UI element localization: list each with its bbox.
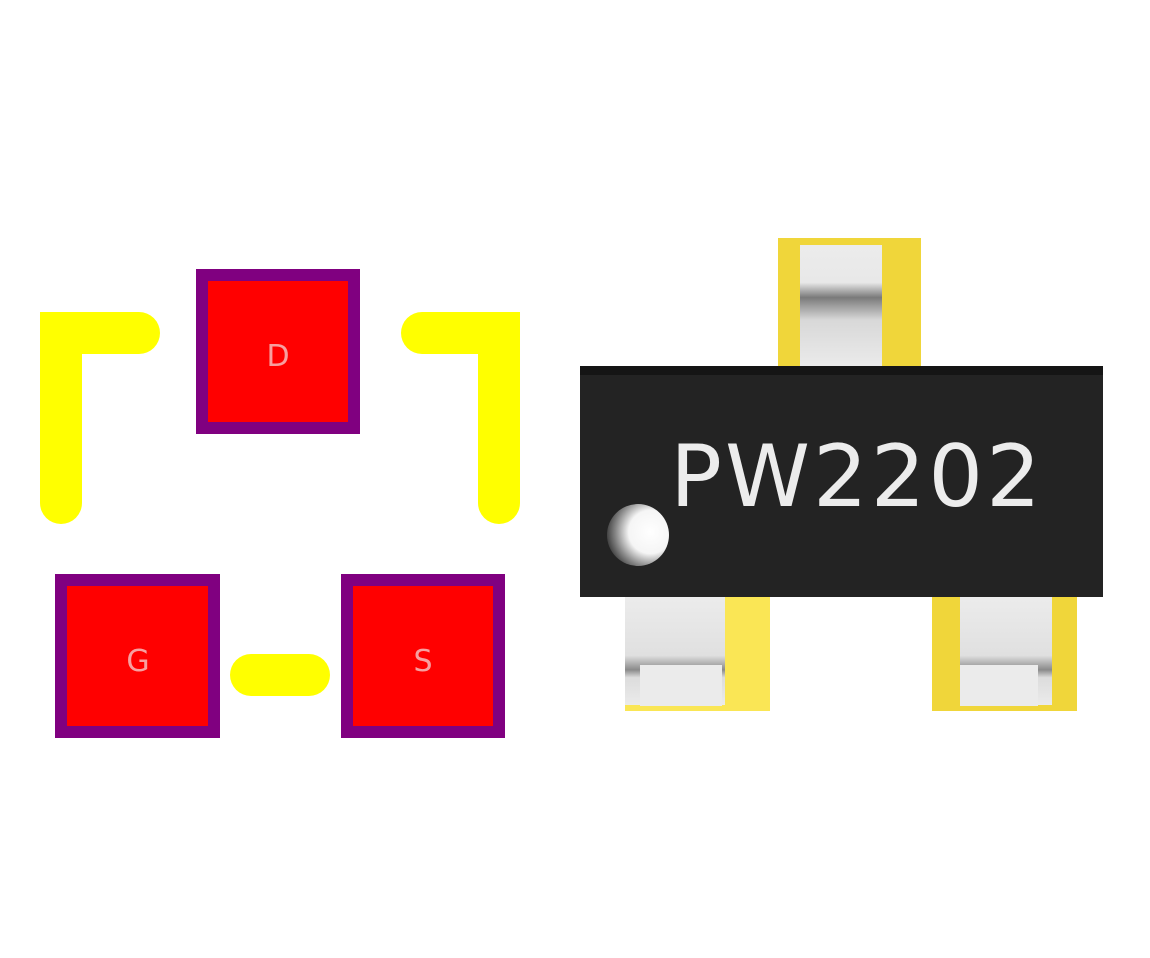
lead-bottom-left: [625, 595, 770, 711]
package-marking: PW2202: [670, 427, 1044, 527]
silkscreen-left-corner: [40, 312, 160, 524]
package-body: [580, 366, 1103, 597]
lead-bottom-right: [932, 595, 1077, 711]
pin1-indicator-dot: [607, 504, 669, 566]
pad-source: S: [341, 574, 505, 738]
silkscreen-right-corner: [401, 312, 520, 524]
pcb-footprint: D G S: [40, 269, 520, 738]
pad-label-g: G: [126, 644, 149, 679]
silkscreen-outline: [40, 312, 520, 696]
pad-drain: D: [196, 269, 360, 434]
pad-label-d: D: [266, 339, 289, 374]
pad-label-s: S: [413, 644, 432, 679]
pad-gate: G: [55, 574, 220, 738]
sot23-package-3d: PW2202: [580, 238, 1103, 711]
lead-top: [778, 238, 921, 370]
